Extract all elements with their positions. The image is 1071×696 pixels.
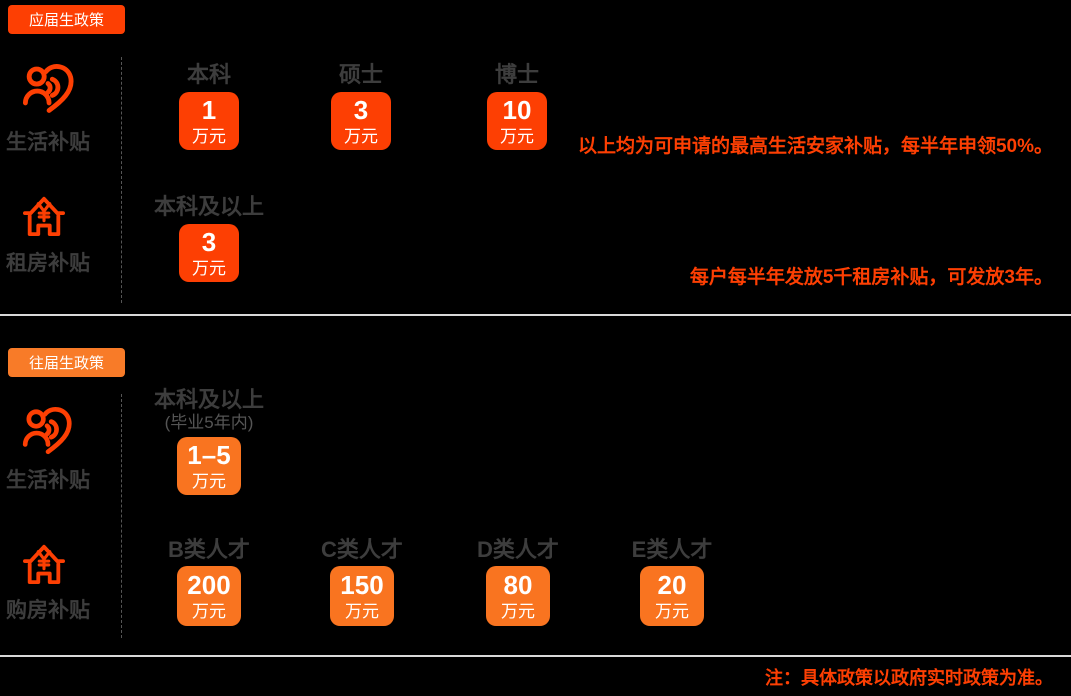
value-unit: 万元	[192, 127, 226, 147]
value-amount: 200	[187, 569, 231, 600]
section2-dashed-divider	[121, 394, 122, 638]
footer-disclaimer: 注：具体政策以政府实时政策为准。	[765, 668, 1053, 688]
degree-header-doctor: 博士	[494, 62, 539, 87]
value-amount: 1	[201, 94, 217, 125]
talent-header-d: D类人才	[477, 537, 559, 562]
value-amount: 80	[503, 569, 533, 600]
house-yuan-icon	[23, 542, 65, 586]
value-unit: 万元	[192, 259, 226, 279]
talent-header-b: B类人才	[168, 537, 250, 562]
footer-divider	[0, 655, 1071, 657]
degree-header-bachelor: 本科	[186, 62, 231, 87]
value-unit: 万元	[501, 602, 535, 622]
value-box-talent-e: 20 万元	[640, 566, 704, 626]
house-yuan-icon	[23, 194, 65, 238]
rent-subsidy-label: 租房补贴	[6, 252, 90, 275]
people-care-icon	[22, 62, 74, 118]
rent-subsidy-note: 每户每半年发放5千租房补贴，可发放3年。	[689, 267, 1053, 288]
value-box-rent: 3 万元	[179, 224, 239, 282]
talent-header-c: C类人才	[321, 537, 403, 562]
value-box-living-previous: 1–5 万元	[177, 437, 241, 495]
value-box-talent-d: 80 万元	[486, 566, 550, 626]
people-care-icon	[22, 405, 72, 459]
value-amount: 1–5	[187, 439, 231, 470]
value-box-talent-b: 200 万元	[177, 566, 241, 626]
value-unit: 万元	[192, 602, 226, 622]
value-amount: 3	[201, 226, 217, 257]
purchase-subsidy-label: 购房补贴	[6, 599, 90, 622]
talent-header-e: E类人才	[631, 537, 713, 562]
value-unit: 万元	[344, 127, 378, 147]
value-unit: 万元	[655, 602, 689, 622]
value-box-master-living: 3 万元	[331, 92, 391, 150]
previous-graduate-policy-badge: 往届生政策	[8, 348, 126, 377]
degree-header-bachelor-above: 本科及以上	[153, 387, 264, 412]
living-subsidy-label: 生活补贴	[6, 469, 90, 492]
living-subsidy-label: 生活补贴	[6, 131, 90, 154]
value-unit: 万元	[500, 127, 534, 147]
value-box-doctor-living: 10 万元	[487, 92, 547, 150]
value-amount: 3	[353, 94, 369, 125]
value-box-bachelor-living: 1 万元	[179, 92, 239, 150]
value-amount: 20	[657, 569, 687, 600]
value-unit: 万元	[345, 602, 379, 622]
value-amount: 150	[340, 569, 384, 600]
value-box-talent-c: 150 万元	[330, 566, 394, 626]
value-unit: 万元	[192, 472, 226, 492]
degree-subheader-within-5-years: (毕业5年内)	[164, 413, 254, 432]
value-amount: 10	[502, 94, 532, 125]
living-subsidy-note: 以上均为可申请的最高生活安家补贴，每半年申领50%。	[577, 136, 1053, 157]
section1-dashed-divider	[121, 57, 122, 303]
degree-header-master: 硕士	[338, 62, 383, 87]
fresh-graduate-policy-badge: 应届生政策	[8, 5, 126, 34]
section-divider	[0, 314, 1071, 316]
degree-header-bachelor-above: 本科及以上	[153, 194, 264, 219]
